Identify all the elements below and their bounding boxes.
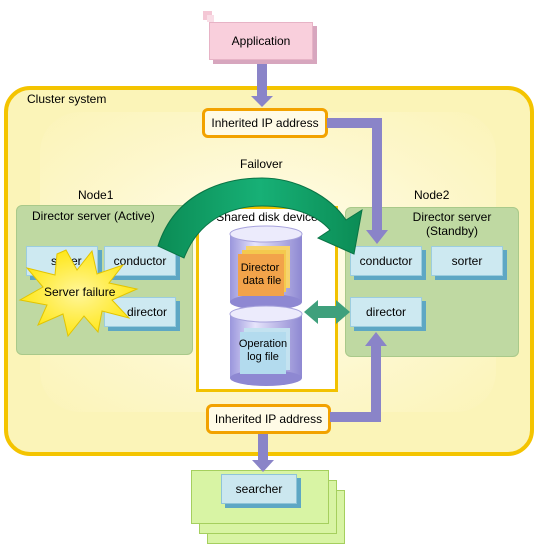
director-data-file-icon xyxy=(238,246,290,296)
node2-director-label: director xyxy=(365,305,406,319)
node1-label: Node1 xyxy=(78,188,114,202)
node2-sorter: sorter xyxy=(431,246,503,276)
node1-director-label: director xyxy=(126,305,167,319)
inherited-ip-top-label: Inherited IP address xyxy=(211,116,319,130)
arrow-ip-to-node2 xyxy=(327,118,388,244)
node1-server-label: Director server (Active) xyxy=(32,209,155,223)
inherited-ip-address-top: Inherited IP address xyxy=(202,108,328,138)
arrow-app-to-ip xyxy=(251,64,273,107)
failover-label: Failover xyxy=(240,157,283,171)
node1-conductor-label: conductor xyxy=(113,254,167,268)
node2-director: director xyxy=(350,297,422,327)
inherited-ip-bottom-label: Inherited IP address xyxy=(214,412,323,426)
operation-log-file-icon xyxy=(240,328,290,374)
operation-log-label-line1: Operation xyxy=(238,338,288,350)
arrow-ip-to-searcher xyxy=(252,434,274,472)
node2-server-label-line2: (Standby) xyxy=(425,224,479,238)
director-data-file-label-line1: Director xyxy=(240,262,280,274)
failover-arrow xyxy=(157,177,363,259)
node2-conductor: conductor xyxy=(350,246,422,276)
application-box: Application xyxy=(209,22,313,60)
application-label: Application xyxy=(231,34,291,48)
searcher-label: searcher xyxy=(235,482,283,496)
double-arrow-shared-disk-node2 xyxy=(304,300,350,324)
node2-label: Node2 xyxy=(414,188,450,202)
node2-server-label-line1: Director server xyxy=(412,210,492,224)
node2-sorter-label: sorter xyxy=(451,254,483,268)
director-data-file-label-line2: data file xyxy=(242,275,282,287)
operation-log-label-line2: log file xyxy=(247,351,279,363)
server-failure-star xyxy=(18,249,139,338)
shared-disk-label: Shared disk device xyxy=(216,210,318,224)
application-decoration-2 xyxy=(207,15,214,22)
inherited-ip-address-bottom: Inherited IP address xyxy=(206,404,331,434)
node2-conductor-label: conductor xyxy=(359,254,413,268)
server-failure-label: Server failure xyxy=(44,285,116,299)
cluster-system-label: Cluster system xyxy=(27,92,107,106)
arrow-ip-to-node2-director xyxy=(330,332,387,422)
node2-director-server xyxy=(345,207,519,357)
searcher-box: searcher xyxy=(221,474,297,504)
